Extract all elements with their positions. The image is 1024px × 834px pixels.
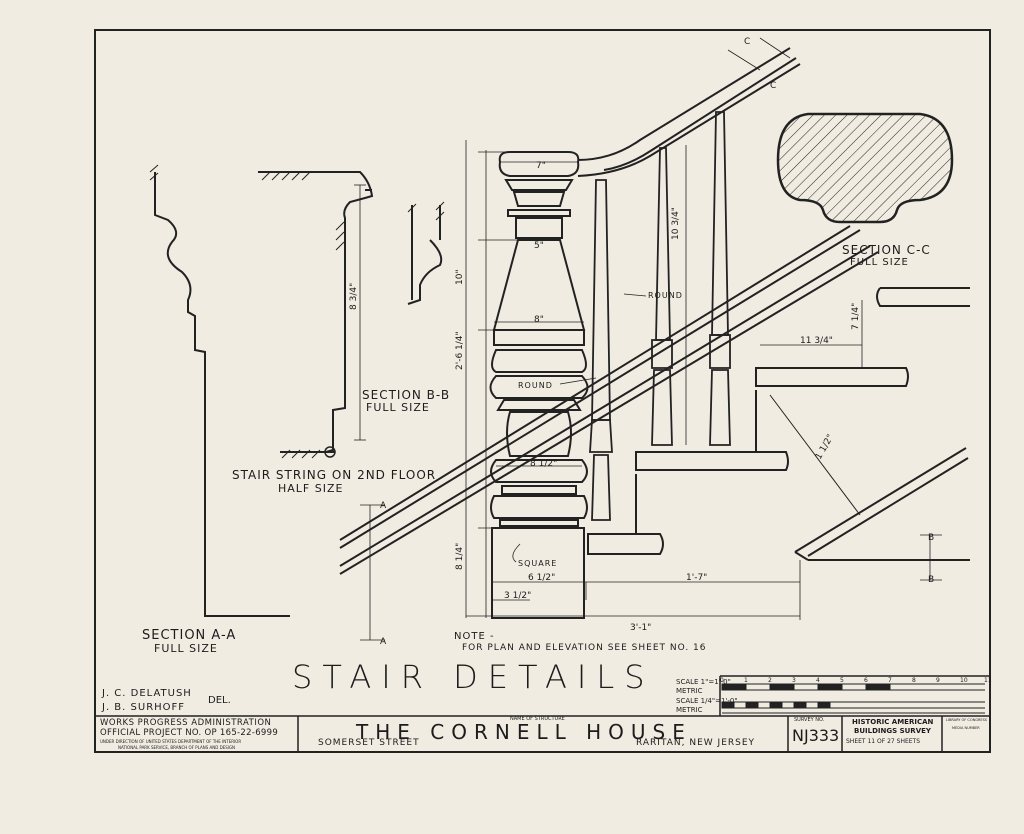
callout-square: SQUARE [518, 559, 557, 568]
del-label: DEL. [208, 695, 231, 706]
scale-ticks: 0 1 2 3 4 5 6 7 8 9 10 11 [720, 677, 992, 684]
dim-vase-height: 10" [455, 269, 465, 285]
stair-string [339, 225, 879, 575]
marker-a-top: A [380, 501, 387, 511]
scale1-metric: METRIC [676, 687, 703, 695]
moulding-profile [407, 205, 443, 305]
scale2-metric: METRIC [676, 706, 703, 714]
dim-tread-width: 11 3/4" [800, 336, 833, 346]
title-block-frame [95, 675, 990, 752]
sheet-number: SHEET 11 OF 27 SHEETS [846, 738, 921, 745]
dim-ring-width: 8 1/2" [530, 459, 557, 469]
habs-line-1: HISTORIC AMERICAN [852, 718, 934, 726]
dim-base-inner: 3 1/2" [504, 591, 531, 601]
dim-base-height: 8 1/4" [455, 543, 465, 570]
dim-riser-height: 7 1/4" [851, 303, 861, 330]
handrail [577, 47, 801, 177]
scale-tick-label: 8 [912, 677, 916, 684]
street-label: SOMERSET STREET [318, 738, 420, 748]
delineator-2: J. B. SURHOFF [102, 702, 186, 713]
balusters [589, 111, 731, 521]
section-a-title: SECTION A-A [142, 628, 237, 643]
stair-string-scale: HALF SIZE [278, 482, 344, 495]
survey-label: SURVEY NO. [794, 717, 825, 723]
dim-baluster-len: 10 3/4" [671, 207, 681, 240]
library-line-2: MEDIA NUMBER [952, 726, 980, 730]
marker-b-top: B [928, 533, 934, 543]
scale-tick-label: 5 [840, 677, 844, 684]
section-b-title: SECTION B-B [362, 388, 451, 402]
direction-line-2: NATIONAL PARK SERVICE, BRANCH OF PLANS A… [118, 745, 236, 750]
section-a-profile [154, 172, 290, 617]
library-line-1: LIBRARY OF CONGRESS [946, 718, 988, 722]
scale-tick-label: 7 [888, 677, 892, 684]
marker-c-1: C [744, 37, 750, 47]
drawing-title: STAIR DETAILS [292, 658, 655, 696]
scale-tick-label: 4 [816, 677, 820, 684]
structure-name: THE CORNELL HOUSE [356, 720, 692, 744]
scale-tick-label: 1 [744, 677, 748, 684]
lower-string [794, 447, 970, 561]
marker-c-2: C [770, 81, 776, 91]
scale-tick-label: 10 [960, 677, 968, 684]
scale-tick-label: 6 [864, 677, 868, 684]
dim-newel-height: 2'-6 1/4" [455, 331, 465, 370]
dimension-lines [360, 37, 942, 641]
marker-b-bottom: B [928, 575, 934, 585]
wpa-label: WORKS PROGRESS ADMINISTRATION [100, 718, 272, 728]
sheet-border [94, 29, 991, 753]
delineator-1: J. C. DELATUSH [102, 688, 192, 699]
section-b-profile [258, 171, 374, 453]
dim-run: 1'-7" [686, 573, 707, 583]
structure-label: NAME OF STRUCTURE [510, 716, 565, 722]
note-label: NOTE - [454, 631, 495, 642]
marker-a-bottom: A [380, 637, 387, 647]
scale-tick-label: 11 [984, 677, 992, 684]
project-label: OFFICIAL PROJECT NO. OP 165-22-6999 [100, 728, 279, 738]
section-a-scale: FULL SIZE [154, 642, 218, 655]
dim-base-width: 6 1/2" [528, 573, 555, 583]
scale2-label: SCALE 1/4"=1'-0" [676, 697, 738, 705]
scale-tick-label: 0 [720, 677, 724, 684]
scale-tick-label: 2 [768, 677, 772, 684]
callout-round-2: ROUND [648, 291, 683, 300]
scale-tick-label: 3 [792, 677, 796, 684]
note-text: FOR PLAN AND ELEVATION SEE SHEET NO. 16 [462, 643, 707, 653]
section-c-title: SECTION C-C [842, 243, 931, 257]
survey-number: NJ333 [792, 726, 840, 745]
direction-line-1: UNDER DIRECTION OF UNITED STATES DEPARTM… [100, 739, 242, 744]
dim-cap-width: 7" [536, 161, 546, 171]
scale1-label: SCALE 1"=1'-0" [676, 678, 731, 686]
treads [587, 287, 970, 555]
dim-string-height: 8 3/4" [349, 283, 359, 310]
stair-string-title: STAIR STRING ON 2ND FLOOR [232, 468, 437, 482]
location-label: RARITAN, NEW JERSEY [636, 738, 756, 748]
section-c-profile [776, 112, 954, 224]
scale-bars [721, 683, 985, 714]
dim-neck-width: 5" [534, 241, 544, 251]
dim-vase-width: 8" [534, 315, 544, 325]
section-b-scale: FULL SIZE [366, 401, 430, 414]
section-c-scale: FULL SIZE [850, 257, 909, 268]
callout-round-1: ROUND [518, 381, 553, 390]
habs-line-2: BUILDINGS SURVEY [854, 727, 931, 735]
dim-total: 3'-1" [630, 623, 651, 633]
scale-tick-label: 9 [936, 677, 940, 684]
